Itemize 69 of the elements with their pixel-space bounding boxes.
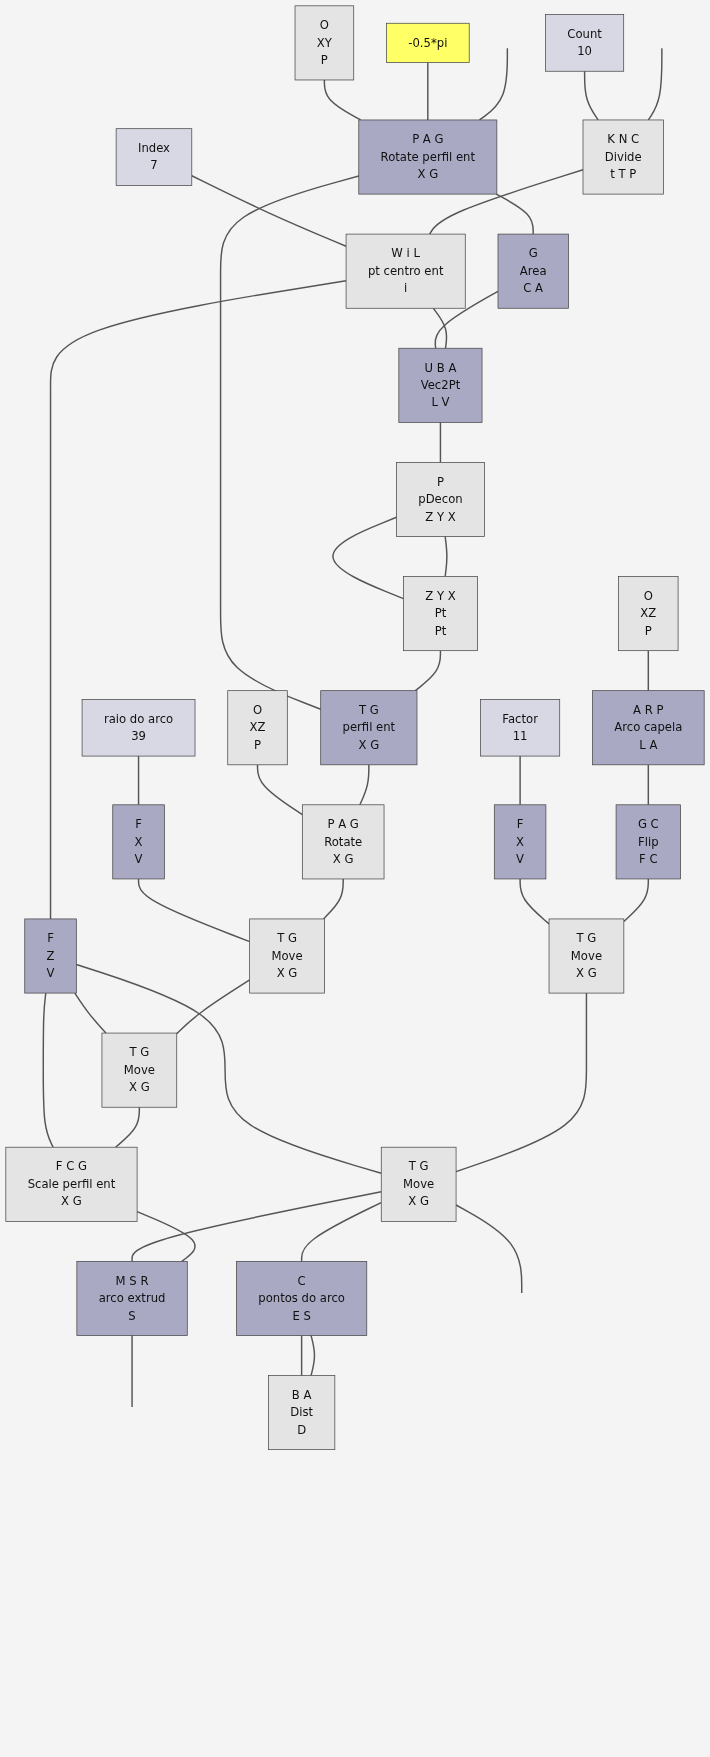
connector — [310, 1334, 316, 1377]
connector — [519, 755, 521, 806]
node-box: T G perfil ent X G — [320, 690, 418, 766]
connector — [322, 878, 344, 920]
connector — [300, 1201, 382, 1263]
connector — [495, 193, 534, 235]
node-box: O XZ P — [227, 690, 288, 766]
node-box: T G Move X G — [101, 1032, 178, 1108]
connector — [647, 764, 650, 806]
connector — [647, 649, 650, 692]
connector — [414, 649, 442, 692]
connector — [519, 878, 550, 925]
connector — [256, 764, 304, 816]
connector — [176, 979, 251, 1035]
node-box: F X V — [493, 804, 547, 880]
node-box: Z Y X Pt Pt — [403, 576, 478, 652]
connector — [131, 1334, 133, 1408]
connector — [428, 169, 584, 235]
connector — [191, 175, 347, 247]
node-box: U B A Vec2Pt L V — [398, 347, 483, 423]
node-box: F Z V — [24, 918, 77, 994]
connector — [444, 535, 448, 578]
node-box: B A Dist D — [268, 1375, 336, 1450]
connector — [439, 421, 442, 464]
connector — [136, 1210, 196, 1263]
node-box: A R P Arco capela L A — [592, 690, 705, 766]
connector — [434, 290, 499, 349]
node-box: Index 7 — [115, 128, 193, 186]
connector — [623, 878, 650, 923]
connector — [478, 47, 509, 121]
node-box: K N C Divide t T P — [582, 119, 664, 195]
node-box: Factor 11 — [480, 699, 561, 757]
connector — [647, 47, 663, 121]
node-box: G C Flip F C — [615, 804, 681, 880]
connector — [137, 878, 251, 943]
connector — [359, 764, 370, 806]
connector — [49, 280, 347, 920]
connector — [455, 1204, 523, 1294]
node-box: T G Move X G — [380, 1146, 457, 1222]
node-box: C pontos do arco E S — [236, 1261, 368, 1336]
connector — [42, 992, 54, 1148]
connector — [427, 61, 429, 121]
node-box: P A G Rotate X G — [301, 804, 385, 880]
node-box: P A G Rotate perfil ent X G — [358, 119, 498, 195]
connector — [323, 79, 362, 121]
connector — [74, 992, 107, 1034]
connector — [300, 1334, 303, 1377]
node-box: G Area C A — [497, 233, 569, 309]
node-box: T G Move X G — [548, 918, 625, 994]
node-box: T G Move X G — [249, 918, 325, 994]
connector — [432, 307, 448, 349]
connector — [455, 992, 588, 1173]
connector — [332, 516, 405, 600]
connector — [137, 755, 140, 806]
node-box: F C G Scale perfil ent X G — [5, 1146, 138, 1222]
node-box: raio do arco 39 — [81, 699, 196, 757]
node-box: M S R arco extrud S — [76, 1261, 188, 1336]
node-box: -0.5*pi — [386, 22, 470, 63]
connector — [75, 963, 382, 1174]
node-box: F X V — [112, 804, 165, 880]
connector — [219, 175, 360, 710]
node-box: Count 10 — [545, 14, 625, 72]
node-box: O XZ P — [618, 576, 679, 652]
connector — [114, 1106, 141, 1148]
node-box: P pDecon Z Y X — [396, 462, 485, 537]
node-box: O XY P — [294, 5, 355, 81]
connector — [583, 70, 599, 121]
connector — [131, 1191, 382, 1263]
node-box: W i L pt centro ent i — [345, 233, 466, 309]
